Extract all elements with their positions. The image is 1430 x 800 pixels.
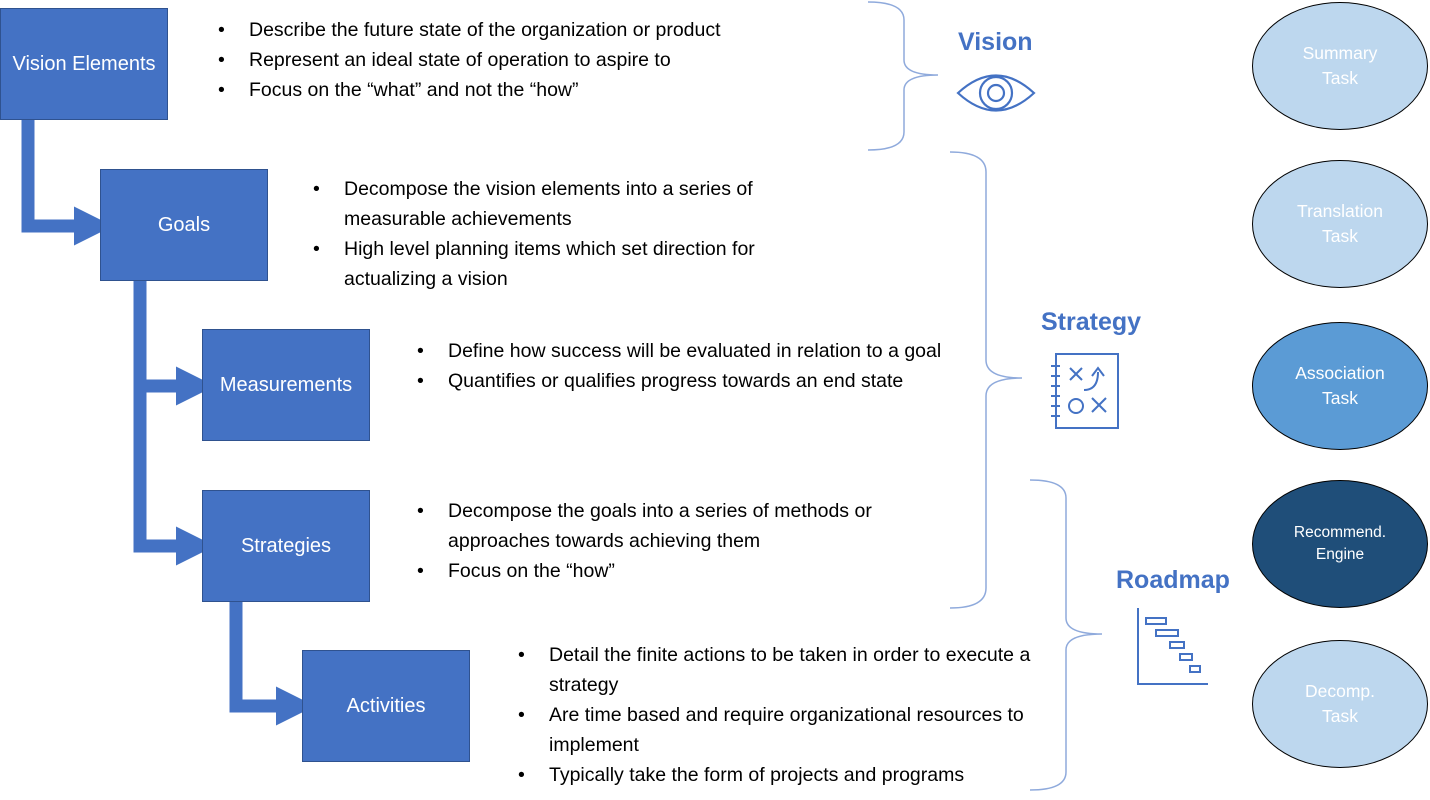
task-label-line1: Decomp. <box>1304 681 1376 701</box>
activities-box: Activities <box>302 650 470 762</box>
measurements-box: Measurements <box>202 329 370 441</box>
bullet-item: Typically take the form of projects and … <box>515 760 1035 790</box>
goals-box: Goals <box>100 169 268 281</box>
connector-arrow-goals-to-strategies <box>133 380 215 566</box>
task-label-line2: Task <box>1322 68 1358 88</box>
task-label-line2: Engine <box>1315 546 1365 563</box>
strategies-bullets: Decompose the goals into a series of met… <box>414 496 934 586</box>
bullet-item: High level planning items which set dire… <box>310 234 830 294</box>
goals-bullets: Decompose the vision elements into a ser… <box>310 174 830 294</box>
bullet-item: Decompose the vision elements into a ser… <box>310 174 830 234</box>
task-label-line1: Recommend. <box>1293 524 1387 541</box>
connector-arrow-vision-to-goals <box>21 120 113 246</box>
task-ellipse-decomposition: Decomp. Task <box>1252 640 1428 768</box>
task-ellipse-summary: Summary Task <box>1252 2 1428 130</box>
brace-roadmap <box>1029 479 1103 791</box>
task-label-line2: Task <box>1322 388 1358 408</box>
bullet-item: Are time based and require organizationa… <box>515 700 1035 760</box>
bullet-item: Focus on the “how” <box>414 556 934 586</box>
activities-bullets: Detail the finite actions to be taken in… <box>515 640 1035 790</box>
bullet-item: Decompose the goals into a series of met… <box>414 496 934 556</box>
vision-elements-bullets: Describe the future state of the organiz… <box>215 15 835 105</box>
bullet-item: Define how success will be evaluated in … <box>414 336 974 366</box>
task-ellipse-recommendation-engine: Recommend. Engine <box>1252 480 1428 608</box>
gantt-chart-icon <box>1137 608 1208 685</box>
connector-arrow-goals-to-measurements <box>133 280 215 406</box>
section-label-vision: Vision <box>958 28 1033 56</box>
eye-icon <box>956 74 1036 112</box>
section-label-strategy: Strategy <box>1041 308 1142 336</box>
task-ellipse-association: Association Task <box>1252 322 1428 450</box>
bullet-item: Quantifies or qualifies progress towards… <box>414 366 974 396</box>
section-label-roadmap: Roadmap <box>1116 566 1230 594</box>
bullet-item: Focus on the “what” and not the “how” <box>215 75 835 105</box>
task-label-line1: Summary <box>1302 43 1378 63</box>
task-label-line1: Translation <box>1297 201 1383 221</box>
strategy-board-icon <box>1051 353 1119 429</box>
brace-vision <box>867 1 939 151</box>
task-label-line2: Task <box>1322 706 1358 726</box>
bullet-item: Describe the future state of the organiz… <box>215 15 835 45</box>
bullet-item: Detail the finite actions to be taken in… <box>515 640 1035 700</box>
bullet-item: Represent an ideal state of operation to… <box>215 45 835 75</box>
task-label-line1: Association <box>1295 363 1385 383</box>
task-ellipse-translation: Translation Task <box>1252 160 1428 288</box>
brace-strategy <box>949 151 1023 609</box>
task-label-line2: Task <box>1322 226 1358 246</box>
vision-elements-box: Vision Elements <box>0 8 168 120</box>
connector-arrow-strategies-to-activities <box>229 600 315 726</box>
measurements-bullets: Define how success will be evaluated in … <box>414 336 974 396</box>
strategies-box: Strategies <box>202 490 370 602</box>
